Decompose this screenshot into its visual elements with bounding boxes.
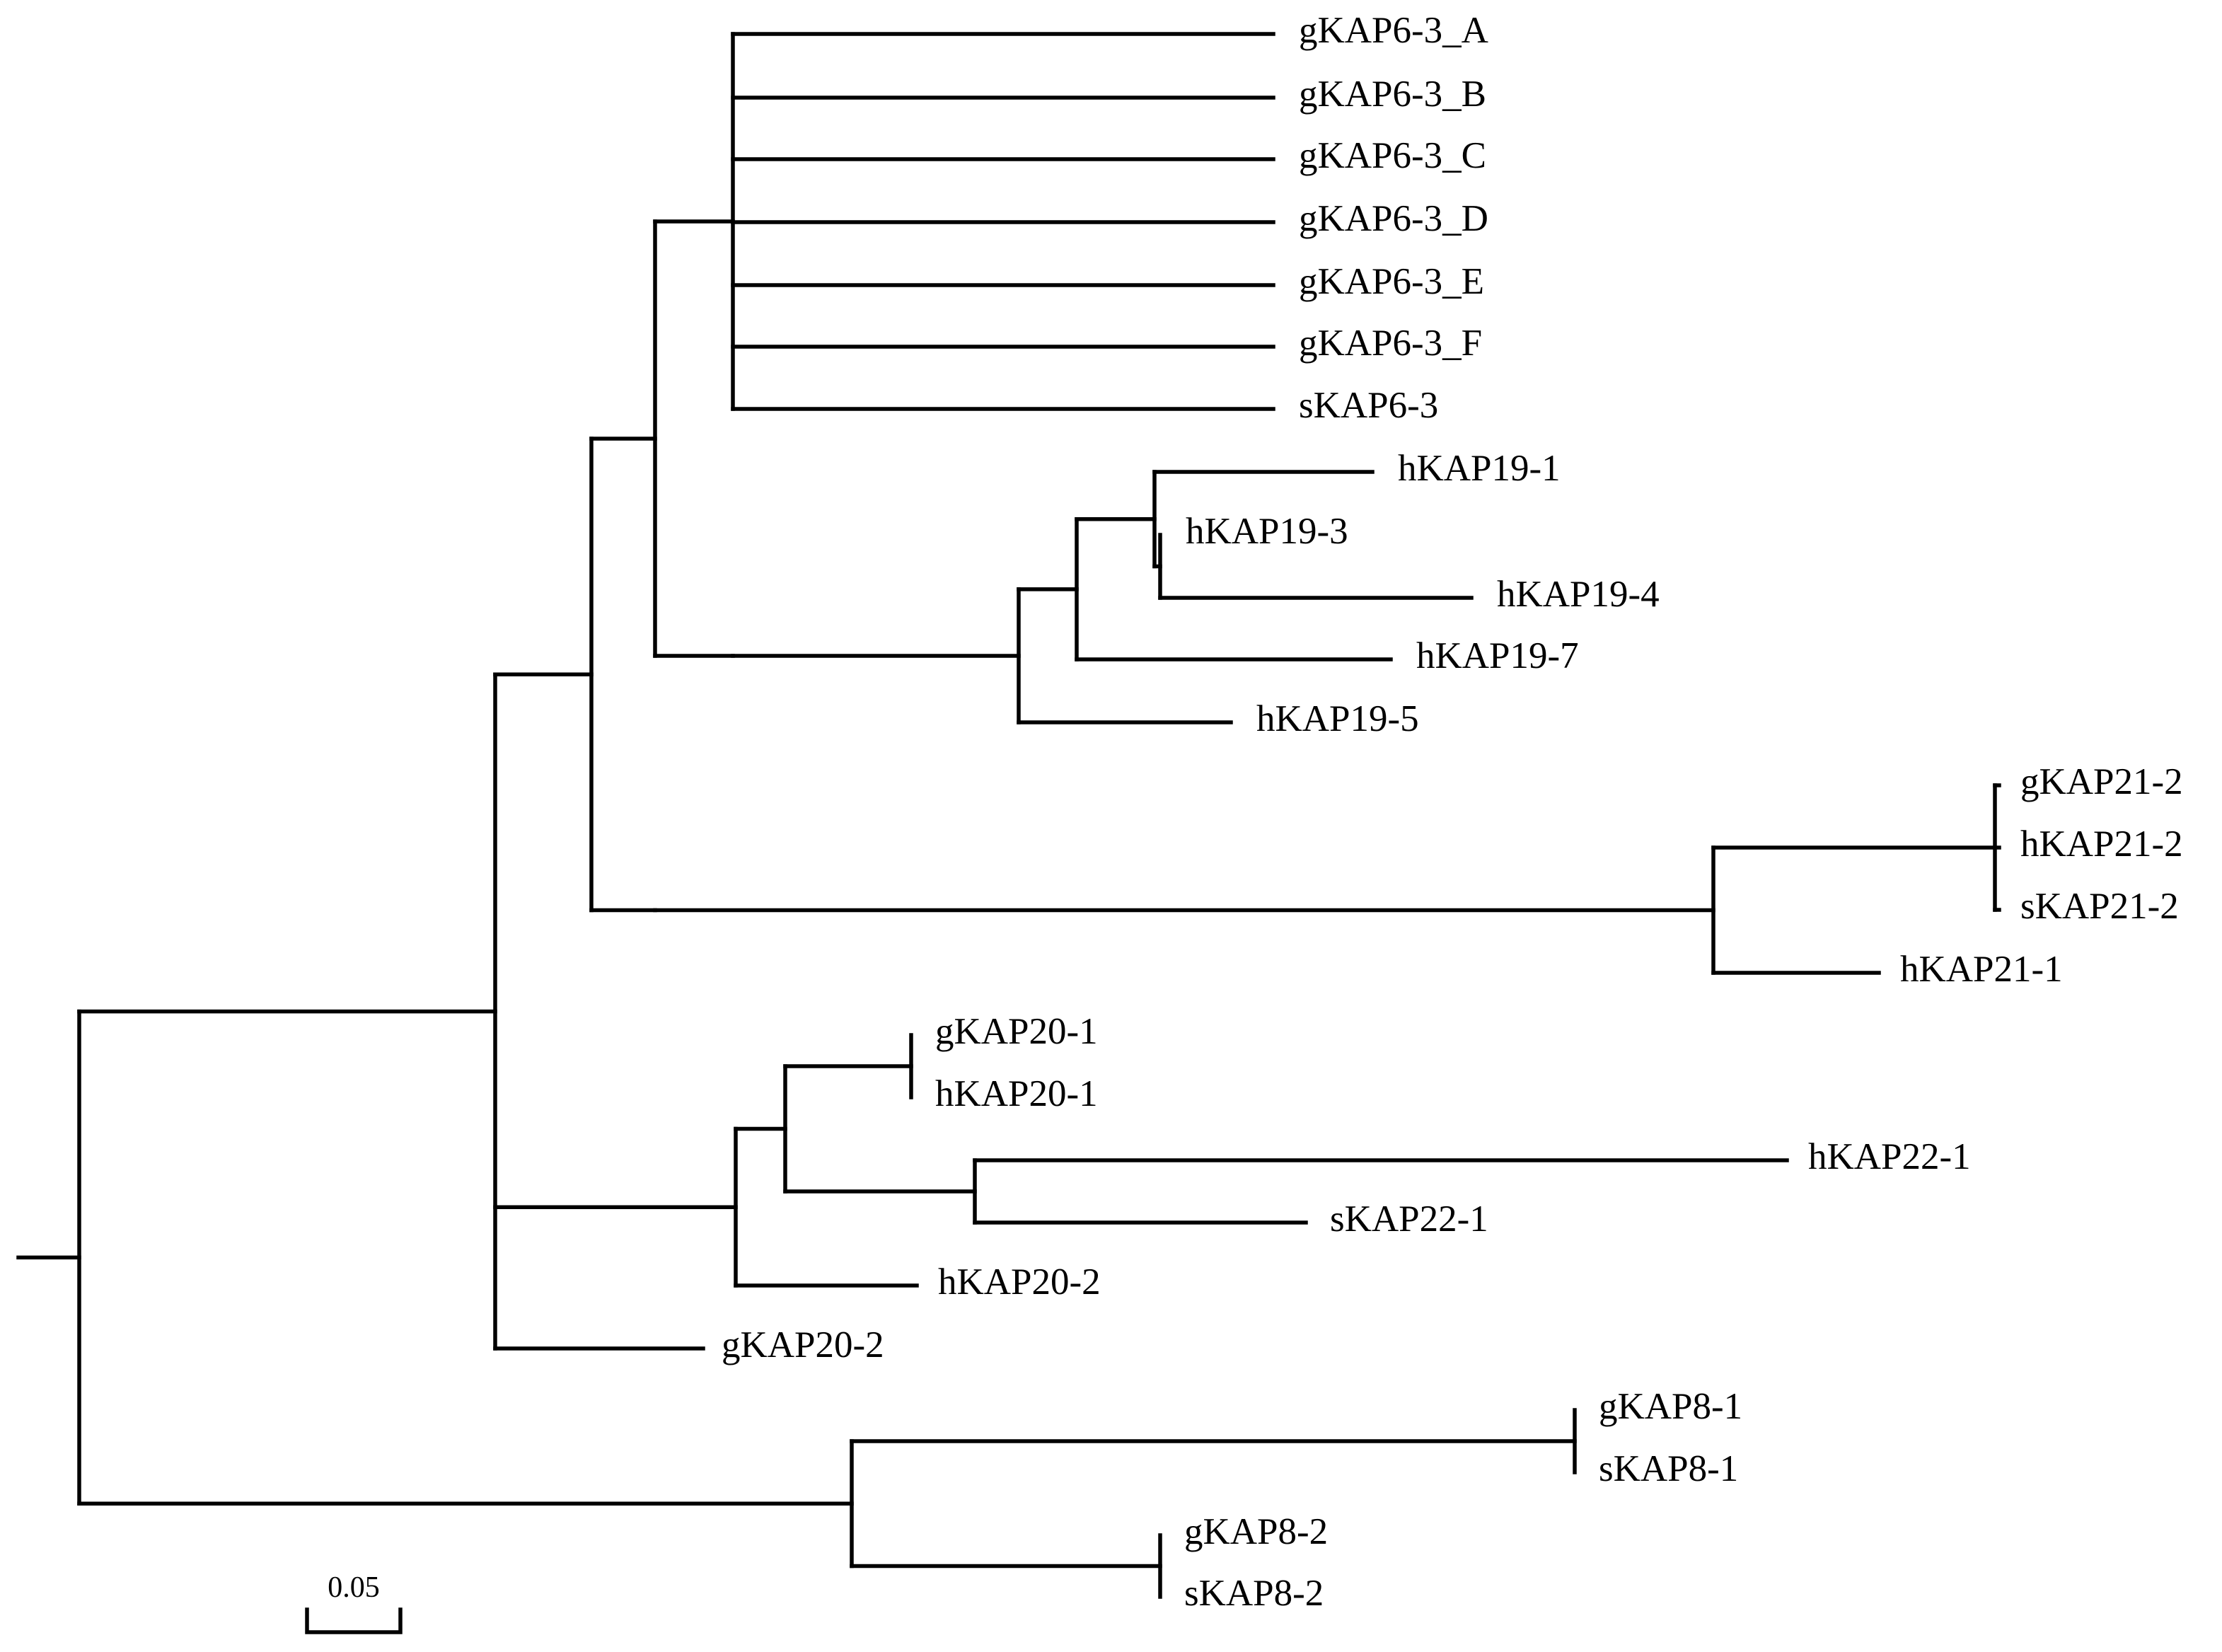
leaf-label-l3: gKAP6-3_C bbox=[1299, 135, 1486, 176]
leaf-label-l22: gKAP20-2 bbox=[722, 1324, 884, 1365]
scale-bar-label: 0.05 bbox=[328, 1571, 380, 1604]
leaf-label-l26: sKAP8-2 bbox=[1184, 1573, 1324, 1614]
leaf-label-l23: gKAP8-1 bbox=[1599, 1386, 1742, 1427]
tree-branches bbox=[16, 32, 2001, 1599]
leaf-label-l11: hKAP19-7 bbox=[1416, 635, 1579, 676]
leaf-label-l8: hKAP19-1 bbox=[1398, 448, 1561, 489]
leaf-label-l2: gKAP6-3_B bbox=[1299, 74, 1486, 115]
leaf-label-l18: hKAP20-1 bbox=[935, 1073, 1098, 1114]
leaf-label-l5: gKAP6-3_E bbox=[1299, 261, 1484, 302]
leaf-label-l6: gKAP6-3_F bbox=[1299, 323, 1482, 364]
leaf-label-l1: gKAP6-3_A bbox=[1299, 10, 1488, 51]
leaf-label-l4: gKAP6-3_D bbox=[1299, 198, 1488, 239]
scale-bar: 0.05 bbox=[305, 1571, 403, 1634]
leaf-label-l16: hKAP21-1 bbox=[1900, 949, 2063, 990]
leaf-label-l24: sKAP8-1 bbox=[1599, 1448, 1738, 1489]
leaf-label-l21: hKAP20-2 bbox=[938, 1261, 1101, 1302]
leaf-labels: gKAP6-3_A gKAP6-3_B gKAP6-3_C gKAP6-3_D gKAP… bbox=[722, 10, 2183, 1614]
scale-bar-line bbox=[305, 1607, 403, 1634]
leaf-label-l20: sKAP22-1 bbox=[1330, 1198, 1488, 1240]
leaf-label-l10: hKAP19-4 bbox=[1497, 574, 1660, 615]
leaf-label-l25: gKAP8-2 bbox=[1184, 1511, 1328, 1552]
leaf-label-l7: sKAP6-3 bbox=[1299, 385, 1438, 426]
leaf-label-l13: gKAP21-2 bbox=[2020, 761, 2183, 802]
leaf-label-l19: hKAP22-1 bbox=[1808, 1136, 1971, 1177]
leaf-label-l15: sKAP21-2 bbox=[2020, 886, 2179, 927]
leaf-label-l14: hKAP21-2 bbox=[2020, 824, 2183, 865]
leaf-label-l12: hKAP19-5 bbox=[1256, 698, 1419, 739]
leaf-label-l17: gKAP20-1 bbox=[935, 1011, 1098, 1052]
leaf-label-l9: hKAP19-3 bbox=[1186, 511, 1348, 552]
